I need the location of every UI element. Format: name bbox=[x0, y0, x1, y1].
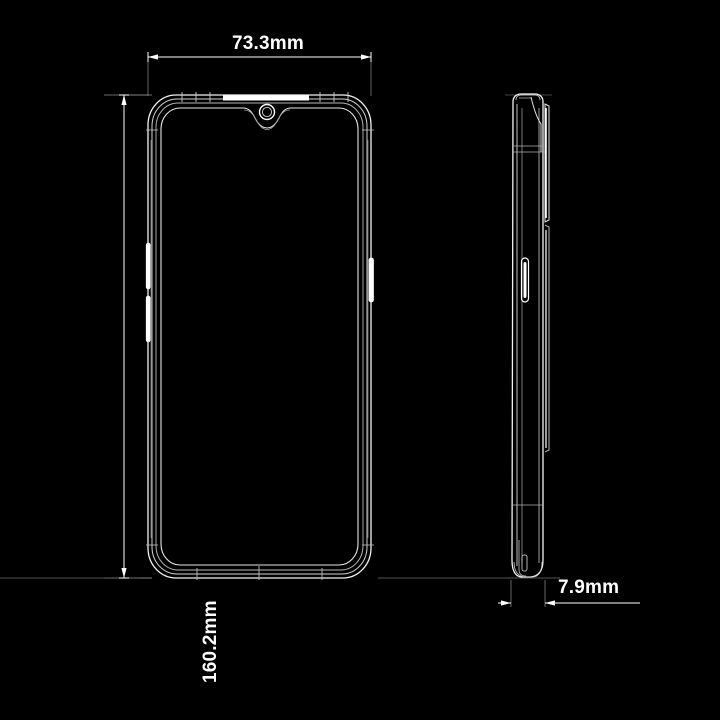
bottom-edge-ticks bbox=[196, 566, 323, 580]
dimension-lines bbox=[119, 52, 640, 606]
side-bottom-detail bbox=[518, 540, 527, 577]
width-dimension-line bbox=[147, 52, 372, 62]
side-bottom-cap bbox=[513, 561, 543, 578]
power-button[interactable] bbox=[368, 257, 374, 303]
width-dimension-label: 73.3mm bbox=[232, 33, 304, 54]
camera-bump-edge bbox=[530, 96, 542, 152]
side-body-outline bbox=[511, 93, 544, 578]
front-bezel-outline bbox=[155, 102, 364, 571]
earpiece-speaker bbox=[223, 95, 309, 101]
front-view bbox=[145, 92, 374, 580]
volume-up-button[interactable] bbox=[145, 242, 151, 290]
side-section-lines bbox=[512, 145, 545, 506]
notch-inner-line bbox=[243, 109, 291, 130]
side-charging-port bbox=[521, 554, 528, 572]
front-body-outline bbox=[147, 94, 372, 579]
volume-down-button[interactable] bbox=[145, 295, 151, 343]
side-view bbox=[511, 93, 550, 578]
side-right-trim bbox=[544, 224, 550, 453]
front-camera-inner-icon bbox=[261, 106, 273, 118]
side-power-button-fill[interactable] bbox=[523, 262, 527, 298]
camera-bump-strip bbox=[544, 103, 550, 223]
side-top-cap bbox=[515, 94, 541, 101]
corner-ticks bbox=[146, 129, 374, 546]
front-chassis-outline bbox=[151, 98, 368, 575]
thickness-dimension-line bbox=[498, 600, 640, 606]
thickness-dimension-label: 7.9mm bbox=[558, 577, 620, 598]
side-power-button[interactable] bbox=[520, 257, 530, 303]
height-dimension-line bbox=[119, 94, 129, 579]
height-dimension-label: 160.2mm bbox=[200, 600, 221, 683]
top-edge-ticks bbox=[181, 92, 349, 102]
front-camera-icon bbox=[258, 103, 276, 121]
